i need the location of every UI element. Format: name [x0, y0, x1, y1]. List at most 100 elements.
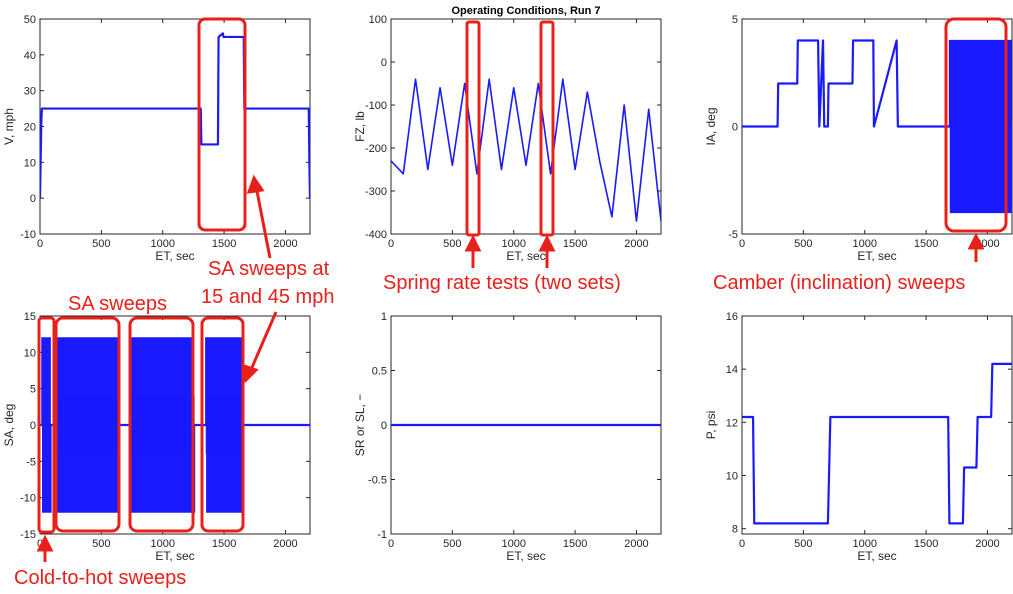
- x-tick-label: 500: [794, 538, 812, 550]
- y-tick-label: -300: [365, 186, 387, 198]
- plot-area: [39, 18, 311, 235]
- y-tick-label: 0: [30, 193, 36, 205]
- x-axis-label: ET, sec: [857, 249, 896, 263]
- plot-area: [390, 18, 662, 235]
- x-axis-label: ET, sec: [857, 549, 896, 563]
- x-tick-label: 2000: [975, 538, 999, 550]
- arrowhead-spring-rate-2: [538, 234, 556, 252]
- highlight-box-sa-sweeps-2: [128, 316, 195, 533]
- y-tick-label: 50: [24, 14, 36, 26]
- x-tick-label: 1500: [914, 238, 938, 250]
- y-tick-label: 0: [381, 57, 387, 69]
- x-tick-label: 1500: [212, 538, 236, 550]
- series-line: [742, 362, 1012, 525]
- y-tick-label: -400: [365, 229, 387, 241]
- x-tick-label: 0: [37, 238, 43, 250]
- x-tick-label: 0: [37, 538, 43, 550]
- x-tick-label: 2000: [273, 538, 297, 550]
- y-tick-label: 10: [24, 157, 36, 169]
- x-tick-label: 2000: [624, 538, 648, 550]
- chart-panel-2: 0 500 1000 1500 2000 -400 -300 -200 -100 0 100ET, …: [353, 5, 662, 263]
- x-axis-label: ET, sec: [506, 549, 545, 563]
- x-tick-label: 1000: [150, 238, 174, 250]
- y-tick-label: 30: [24, 86, 36, 98]
- series-line: [391, 78, 661, 222]
- y-tick-label: 16: [726, 311, 738, 323]
- x-tick-label: 500: [443, 238, 461, 250]
- y-tick-label: -5: [26, 456, 36, 468]
- y-tick-label: -5: [728, 229, 738, 241]
- y-tick-label: 12: [726, 417, 738, 429]
- highlight-box-sa-sweeps-3: [200, 316, 245, 533]
- annotation-sa-sweeps: SA sweeps: [68, 293, 167, 315]
- x-tick-label: 1000: [501, 238, 525, 250]
- x-tick-label: 1500: [563, 238, 587, 250]
- y-tick-label: 0.5: [372, 366, 387, 378]
- x-axis-label: ET, sec: [506, 249, 545, 263]
- data-layer: [40, 32, 310, 199]
- arrowhead-cold-to-hot: [36, 534, 54, 552]
- plot-area: [741, 315, 1013, 535]
- x-tick-label: 2000: [273, 238, 297, 250]
- annotation-spring-rate: Spring rate tests (two sets): [383, 272, 621, 294]
- y-tick-label: -10: [20, 229, 36, 241]
- y-tick-label: 10: [726, 471, 738, 483]
- x-tick-label: 1500: [914, 538, 938, 550]
- y-axis-label: IA, deg: [704, 107, 718, 145]
- arrowhead-camber: [967, 232, 985, 250]
- y-tick-label: -1: [377, 529, 387, 541]
- x-tick-label: 1500: [212, 238, 236, 250]
- data-layer: [391, 78, 661, 222]
- x-tick-label: 0: [739, 238, 745, 250]
- arrowhead-sa-panel: [242, 363, 259, 384]
- x-tick-label: 500: [794, 238, 812, 250]
- y-tick-label: 5: [30, 384, 36, 396]
- y-tick-label: 0: [381, 420, 387, 432]
- y-axis-label: P, psi: [704, 411, 718, 439]
- y-tick-label: 0: [732, 122, 738, 134]
- x-axis-label: ET, sec: [155, 549, 194, 563]
- chart-title: Operating Conditions, Run 7: [451, 5, 600, 17]
- x-tick-label: 500: [443, 538, 461, 550]
- arrow-sa-panel: [248, 311, 278, 373]
- highlight-box-speed-sweeps: [197, 17, 247, 232]
- y-tick-label: -15: [20, 529, 36, 541]
- y-axis-label: V, mph: [2, 108, 16, 145]
- arrowhead-speed-sweeps: [246, 174, 265, 194]
- y-tick-label: 5: [732, 14, 738, 26]
- data-layer: [742, 362, 1012, 525]
- y-tick-label: 8: [732, 524, 738, 536]
- y-tick-label: 1: [381, 311, 387, 323]
- x-tick-label: 500: [92, 238, 110, 250]
- annotation-camber-sweeps: Camber (inclination) sweeps: [713, 272, 965, 294]
- x-tick-label: 0: [739, 538, 745, 550]
- highlight-box-camber-sweeps: [944, 17, 1008, 233]
- y-tick-label: -10: [20, 493, 36, 505]
- x-tick-label: 0: [388, 238, 394, 250]
- y-tick-label: 0: [30, 420, 36, 432]
- annotation-sa-sweeps-speed-line1: SA sweeps at: [208, 258, 330, 280]
- arrowhead-spring-rate-1: [464, 234, 482, 252]
- highlight-box-cold-to-hot: [37, 316, 56, 534]
- x-axis-label: ET, sec: [155, 249, 194, 263]
- y-tick-label: -100: [365, 100, 387, 112]
- x-tick-label: 500: [92, 538, 110, 550]
- x-tick-label: 1000: [852, 238, 876, 250]
- y-axis-label: FZ, lb: [353, 111, 367, 142]
- y-axis-label: SA, deg: [2, 404, 16, 447]
- annotation-layer: SA sweeps at 15 and 45 mph Spring rate t…: [14, 17, 1008, 589]
- y-tick-label: -0.5: [368, 475, 387, 487]
- y-tick-label: 15: [24, 311, 36, 323]
- y-tick-label: -200: [365, 143, 387, 155]
- data-layer: [742, 39, 1012, 214]
- x-tick-label: 2000: [624, 238, 648, 250]
- x-tick-label: 1000: [150, 538, 174, 550]
- series-line: [40, 32, 310, 199]
- y-tick-label: 100: [369, 14, 387, 26]
